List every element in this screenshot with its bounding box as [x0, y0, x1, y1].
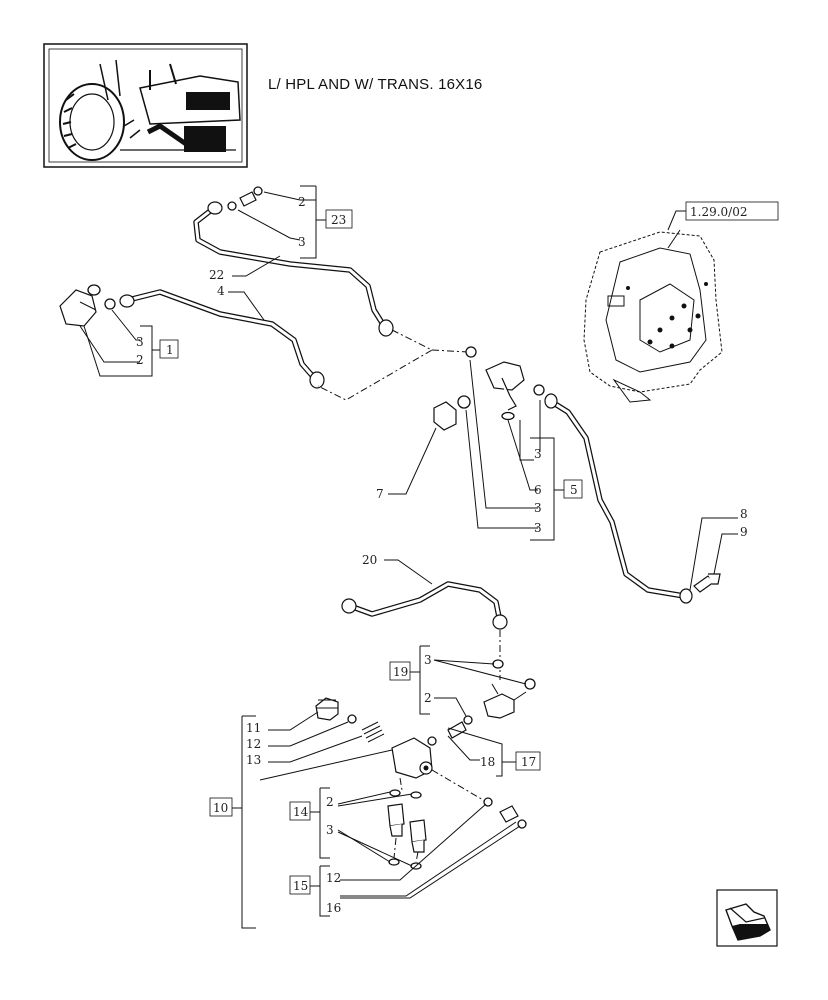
- callout-20: 20: [362, 553, 433, 585]
- next-page-arrow-icon[interactable]: [716, 889, 778, 947]
- callout-19: 19: [393, 665, 408, 679]
- callout-11: 11: [246, 721, 261, 735]
- pipe-20: [341, 581, 508, 630]
- tee-fitting-lower: [427, 659, 536, 746]
- callout-group-15: 12 15 16: [289, 803, 521, 917]
- callout-15: 15: [293, 879, 308, 893]
- callout-3-left: 3: [136, 335, 144, 349]
- adapters: [387, 789, 427, 870]
- svg-text:20: 20: [362, 553, 377, 567]
- callout-3-g5a: 3: [534, 447, 542, 461]
- callout-3: 3: [298, 235, 306, 249]
- callout-22-4: 22 4: [209, 255, 281, 321]
- tractor-thumbnail-icon: [43, 43, 248, 168]
- callout-8-9: 8 9: [689, 507, 748, 591]
- callout-6: 6: [534, 483, 542, 497]
- callout-22: 22: [209, 268, 224, 282]
- callout-13: 13: [246, 753, 261, 767]
- callout-2: 2: [298, 195, 306, 209]
- callout-7: 7: [376, 427, 437, 501]
- tee-fitting: [433, 346, 545, 431]
- callout-group-23: 2 3 23: [237, 185, 353, 259]
- callout-3-g14: 3: [326, 823, 334, 837]
- callout-3-g5c: 3: [534, 521, 542, 535]
- callout-3-g19: 3: [424, 653, 432, 667]
- callout-group-1: 3 2 1: [79, 309, 179, 377]
- callout-10: 10: [213, 801, 228, 815]
- banjo-fitting-left: [59, 284, 116, 327]
- callout-9: 9: [740, 525, 748, 539]
- callout-group-5: 3 6 3 3 5: [465, 359, 583, 541]
- callout-2-g14: 2: [326, 795, 334, 809]
- callout-group-19: 3 19 2: [389, 645, 527, 717]
- page-title: L/ HPL AND W/ TRANS. 16X16: [268, 76, 483, 93]
- valve-body: [315, 697, 491, 805]
- callout-2-g19: 2: [424, 691, 432, 705]
- callout-2-left: 2: [136, 353, 144, 367]
- callout-5: 5: [570, 483, 578, 497]
- callout-17-18: 18 17: [447, 727, 541, 777]
- callout-23: 23: [331, 213, 346, 227]
- pipe-22: [193, 201, 394, 337]
- callout-14: 14: [293, 805, 309, 819]
- pipe-4: [119, 289, 325, 389]
- callout-3-g5b: 3: [534, 501, 542, 515]
- callout-1: 1: [166, 343, 174, 357]
- callout-12-g15: 12: [326, 871, 341, 885]
- pipe-8: [544, 393, 721, 604]
- callout-group-10: 11 12 13 10: [209, 711, 393, 929]
- bolt-top: [227, 186, 263, 211]
- callout-18: 18: [480, 755, 495, 769]
- callout-17: 17: [521, 755, 536, 769]
- fitting-16: [483, 797, 527, 829]
- callout-group-14: 2 14 3: [289, 787, 413, 867]
- callout-12: 12: [246, 737, 261, 751]
- transmission-housing-drawing: [583, 229, 723, 403]
- callout-16: 16: [326, 901, 341, 915]
- ref-page-label: 1.29.0/02: [690, 205, 747, 219]
- callout-8: 8: [740, 507, 748, 521]
- svg-text:7: 7: [376, 487, 384, 501]
- callout-4: 4: [217, 284, 225, 298]
